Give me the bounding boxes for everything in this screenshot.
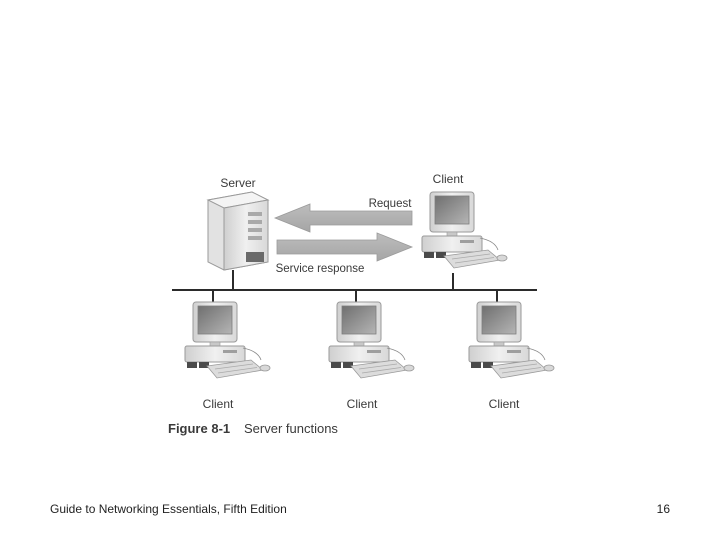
server-label: Server [220, 176, 255, 190]
client-label: Client [203, 397, 234, 411]
server-icon [206, 191, 270, 271]
client-icon [468, 301, 555, 379]
service-response-arrow [276, 232, 414, 262]
client-icon [328, 301, 415, 379]
page-number: 16 [656, 502, 670, 516]
book-title: Guide to Networking Essentials, Fifth Ed… [50, 502, 287, 516]
client-icon [184, 301, 271, 379]
client-label: Client [347, 397, 378, 411]
figure-number: Figure 8-1 [168, 421, 230, 436]
request-label: Request [369, 198, 413, 210]
figure-title: Server functions [244, 421, 338, 436]
top-client-label: Client [433, 172, 464, 186]
request-arrow [273, 203, 413, 233]
top-client-icon [421, 191, 508, 269]
client-label: Client [489, 397, 520, 411]
service-response-label: Service response [276, 263, 365, 275]
